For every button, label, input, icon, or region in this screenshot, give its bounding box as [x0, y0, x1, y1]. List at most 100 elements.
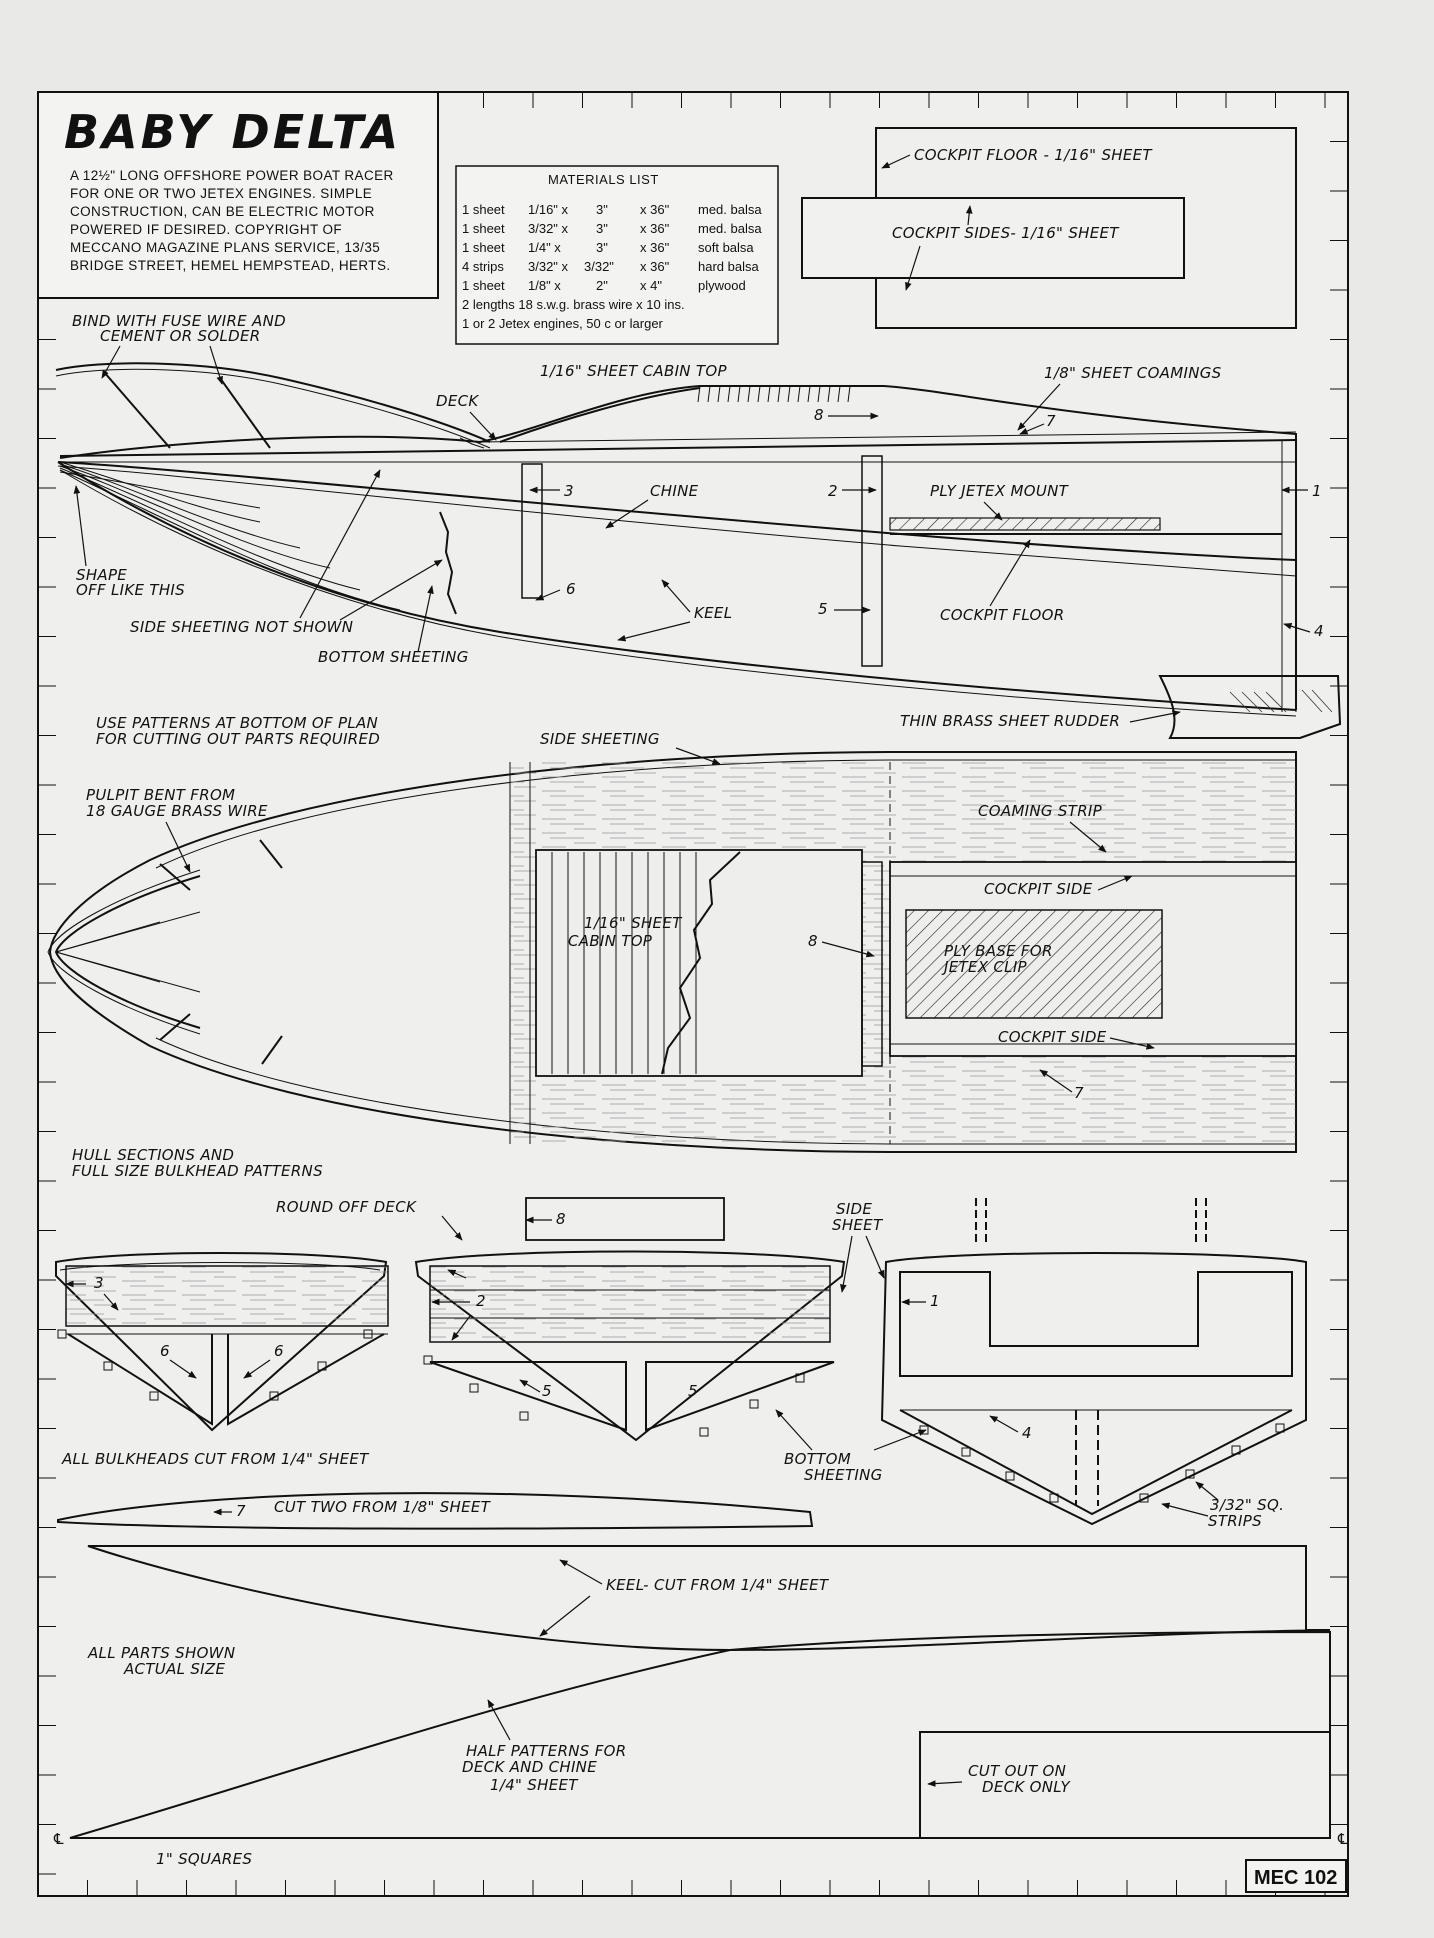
svg-text:1/16" x: 1/16" x [528, 202, 569, 217]
svg-text:x 36": x 36" [640, 240, 670, 255]
svg-text:7: 7 [236, 1502, 246, 1520]
svg-text:3: 3 [564, 482, 574, 500]
half-patterns-label-1: HALF PATTERNS FOR [466, 1742, 626, 1760]
pulpit-label-2: 18 GAUGE BRASS WIRE [86, 802, 268, 820]
side-sheeting-not-shown-label: SIDE SHEETING NOT SHOWN [130, 618, 353, 636]
side-sheet-label-2: SHEET [832, 1216, 884, 1234]
svg-text:4: 4 [1022, 1424, 1032, 1442]
svg-text:4: 4 [1314, 622, 1324, 640]
svg-text:x 4": x 4" [640, 278, 662, 293]
svg-text:1 sheet: 1 sheet [462, 278, 505, 293]
svg-text:1/4" x: 1/4" x [528, 240, 561, 255]
half-patterns-label-2: DECK AND CHINE [462, 1758, 597, 1776]
coamings-label: 1/8" SHEET COAMINGS [1044, 364, 1222, 382]
bottom-sheeting-label: BOTTOM SHEETING [318, 648, 469, 666]
cut-out-label-2: DECK ONLY [982, 1778, 1071, 1796]
cockpit-sides-sheet-label: COCKPIT SIDES- 1/16" SHEET [892, 224, 1120, 242]
svg-text:BRIDGE STREET, HEMEL HEMPSTEAD: BRIDGE STREET, HEMEL HEMPSTEAD, HERTS. [70, 258, 391, 273]
hull-sections-label-1: HULL SECTIONS AND [72, 1146, 234, 1164]
svg-text:x 36": x 36" [640, 259, 670, 274]
plan-title: BABY DELTA [64, 105, 401, 159]
materials-list-box [455, 165, 779, 345]
deck-cutout [919, 1731, 1331, 1839]
cockpit-floor-label: COCKPIT FLOOR [940, 606, 1064, 624]
svg-text:6: 6 [274, 1342, 284, 1360]
use-patterns-label-2: FOR CUTTING OUT PARTS REQUIRED [96, 730, 380, 748]
hull-section-1 [880, 1198, 1307, 1526]
cockpit-side-label-top: COCKPIT SIDE [984, 880, 1093, 898]
cabin-top-plan-label-1: 1/16" SHEET [584, 914, 683, 932]
svg-text:7: 7 [1046, 412, 1056, 430]
svg-text:x 36": x 36" [640, 221, 670, 236]
bind-wire-label-1: BIND WITH FUSE WIRE AND [72, 312, 286, 330]
svg-text:3/32" x: 3/32" x [528, 221, 569, 236]
cabin-top-plan [535, 849, 863, 1077]
svg-text:1 sheet: 1 sheet [462, 202, 505, 217]
round-off-deck-label: ROUND OFF DECK [276, 1198, 417, 1216]
deck-label: DECK [436, 392, 479, 410]
strips-label-2: STRIPS [1208, 1512, 1262, 1530]
hull-sections-label-2: FULL SIZE BULKHEAD PATTERNS [72, 1162, 323, 1180]
plan-code-box [1245, 1859, 1347, 1893]
all-parts-label-1: ALL PARTS SHOWN [87, 1644, 235, 1662]
svg-text:1 sheet: 1 sheet [462, 240, 505, 255]
half-patterns-label-3: 1/4" SHEET [490, 1776, 579, 1794]
svg-text:1: 1 [930, 1292, 940, 1310]
cockpit-floor-sheet-label: COCKPIT FLOOR - 1/16" SHEET [914, 146, 1153, 164]
svg-text:POWERED IF DESIRED. COPYRIGHT: POWERED IF DESIRED. COPYRIGHT OF [70, 222, 342, 237]
svg-text:3": 3" [596, 202, 608, 217]
svg-text:MECCANO MAGAZINE PLANS SERVICE: MECCANO MAGAZINE PLANS SERVICE, 13/35 [70, 240, 380, 255]
svg-text:7: 7 [1074, 1084, 1084, 1102]
pulpit-side [55, 362, 491, 443]
svg-text:FOR ONE OR TWO JETEX ENGINES.: FOR ONE OR TWO JETEX ENGINES. SIMPLE [70, 186, 372, 201]
cabin-top-label: 1/16" SHEET CABIN TOP [540, 362, 727, 380]
svg-text:soft balsa: soft balsa [698, 240, 754, 255]
plan-code: MEC 102 [1254, 1867, 1337, 1889]
bottom-sheeting-section-label-1: BOTTOM [784, 1450, 851, 1468]
hull-section-2 [414, 1197, 846, 1442]
shape-label-1: SHAPE [76, 566, 127, 584]
svg-text:5: 5 [688, 1382, 698, 1400]
svg-text:3": 3" [596, 221, 608, 236]
bind-wire-label-2: CEMENT OR SOLDER [100, 327, 260, 345]
svg-text:A 12½" LONG OFFSHORE POWER BOA: A 12½" LONG OFFSHORE POWER BOAT RACER [70, 168, 394, 183]
svg-text:8: 8 [556, 1210, 566, 1228]
centreline-left: ℄ [52, 1830, 66, 1848]
svg-text:1 sheet: 1 sheet [462, 221, 505, 236]
bottom-sheeting-section-label-2: SHEETING [804, 1466, 883, 1484]
deck-chine-half-pattern [69, 1630, 1331, 1839]
svg-text:1/8" x: 1/8" x [528, 278, 561, 293]
cockpit-side-label-bottom: COCKPIT SIDE [998, 1028, 1107, 1046]
ply-jetex-mount-label: PLY JETEX MOUNT [930, 482, 1070, 500]
svg-text:2": 2" [596, 278, 608, 293]
pulpit-label-1: PULPIT BENT FROM [86, 786, 235, 804]
cockpit-sides-pattern [801, 197, 1185, 279]
hull-section-3 [55, 1252, 389, 1432]
svg-text:med. balsa: med. balsa [698, 221, 762, 236]
all-parts-label-2: ACTUAL SIZE [123, 1660, 225, 1678]
chine-label: CHINE [650, 482, 699, 500]
svg-text:hard balsa: hard balsa [698, 259, 759, 274]
svg-text:2: 2 [476, 1292, 486, 1310]
svg-text:6: 6 [160, 1342, 170, 1360]
ply-base-label-2: JETEX CLIP [941, 958, 1028, 976]
description-text: A 12½" LONG OFFSHORE POWER BOAT RACER FO… [70, 168, 394, 273]
keel-label: KEEL [694, 604, 732, 622]
ply-jetex-mount [889, 517, 1161, 531]
rudder-label: THIN BRASS SHEET RUDDER [900, 712, 1120, 730]
svg-text:x 36": x 36" [640, 202, 670, 217]
keel-cut-label: KEEL- CUT FROM 1/4" SHEET [606, 1576, 830, 1594]
ply-base-jetex-clip [905, 909, 1163, 1019]
svg-text:med. balsa: med. balsa [698, 202, 762, 217]
svg-text:3: 3 [94, 1274, 104, 1292]
svg-text:3": 3" [596, 240, 608, 255]
materials-heading: MATERIALS LIST [548, 172, 659, 187]
cut-two-label: CUT TWO FROM 1/8" SHEET [274, 1498, 492, 1516]
title-box [37, 91, 439, 299]
all-bulkheads-label: ALL BULKHEADS CUT FROM 1/4" SHEET [61, 1450, 370, 1468]
rudder [1158, 675, 1342, 739]
svg-text:6: 6 [566, 580, 576, 598]
svg-text:2 lengths 18 s.w.g. brass wire: 2 lengths 18 s.w.g. brass wire x 10 ins. [462, 297, 685, 312]
svg-text:1: 1 [1312, 482, 1322, 500]
